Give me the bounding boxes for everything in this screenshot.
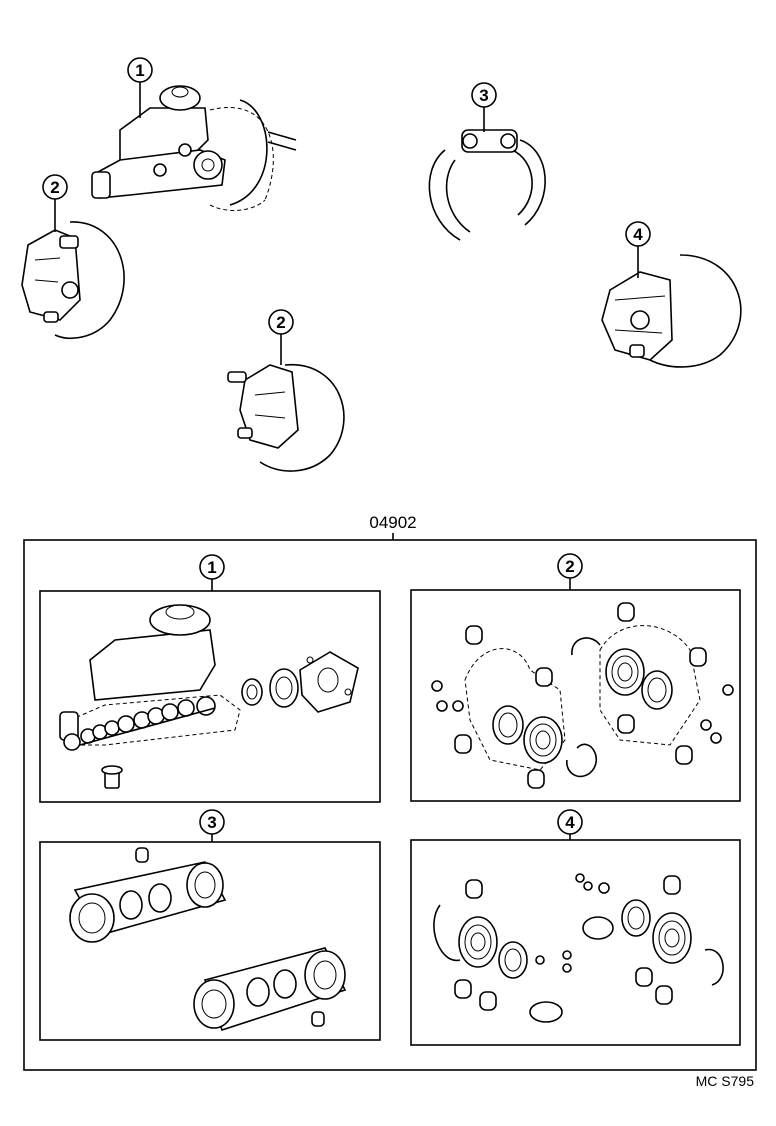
rear-drum-brake-assembly	[428, 129, 546, 241]
callout-4-label: 4	[565, 813, 575, 832]
callout-1-label: 1	[207, 558, 216, 577]
callout-2-label: 2	[565, 557, 574, 576]
callout-4-label: 4	[633, 225, 643, 244]
callout-2-top-left: 2	[42, 174, 68, 232]
kit-panel-4: 4	[410, 809, 741, 1046]
front-caliper-center-assembly	[227, 364, 345, 472]
kit-panel-2: 2	[410, 553, 741, 802]
front-caliper-left-assembly	[21, 221, 125, 340]
kit-panel-1: 1	[39, 554, 381, 803]
callout-4-top: 4	[625, 221, 651, 278]
callout-1-top: 1	[127, 57, 153, 118]
kit-frame	[23, 539, 757, 1071]
callout-1-label: 1	[135, 61, 144, 80]
diagram-code: MC S795	[696, 1073, 755, 1089]
callout-2-label: 2	[276, 313, 285, 332]
callout-3-label: 3	[207, 813, 216, 832]
callout-2-label: 2	[50, 178, 59, 197]
kit-panel-3: 3	[39, 809, 381, 1041]
master-cylinder-booster-assembly	[91, 85, 297, 211]
callout-3-top: 3	[471, 82, 497, 132]
callout-3-label: 3	[479, 86, 488, 105]
rear-disc-caliper-assembly	[601, 254, 742, 368]
callout-2-top-center: 2	[268, 309, 294, 365]
kit-part-number: 04902	[369, 513, 416, 532]
